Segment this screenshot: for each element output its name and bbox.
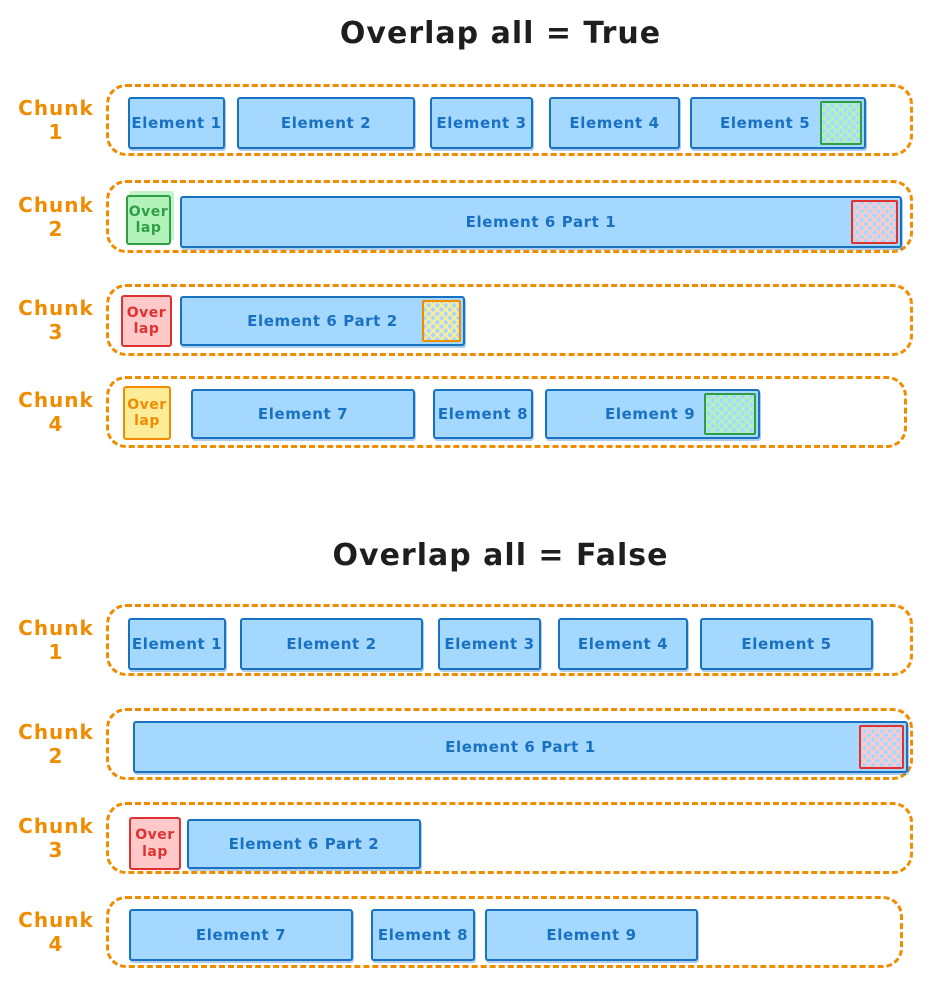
- row-true-chunk-4: Chunk 4 Over lap Element 7 Element 8 Ele…: [0, 376, 941, 448]
- element-label: Element 9: [546, 926, 637, 944]
- overlap-box-red: Over lap: [121, 295, 172, 347]
- element-box: Element 4: [549, 97, 680, 149]
- element-box: Element 4: [558, 618, 688, 670]
- chunk-label: Chunk 1: [18, 96, 94, 144]
- overlap-label-line1: Over: [126, 304, 167, 321]
- chunk-container: Element 1 Element 2 Element 3 Element 4 …: [106, 604, 913, 676]
- element-box: Element 3: [438, 618, 541, 670]
- overlap-label-line2: lap: [133, 321, 160, 337]
- row-false-chunk-4: Chunk 4 Element 7 Element 8 Element 9: [0, 896, 941, 968]
- element-box: Element 5: [700, 618, 873, 670]
- chunk-container: Element 7 Element 8 Element 9: [106, 896, 903, 968]
- row-true-chunk-2: Chunk 2 Over lap Element 6 Part 1: [0, 180, 941, 253]
- element-box: Element 2: [240, 618, 423, 670]
- overlap-label-line1: Over: [135, 827, 175, 844]
- element-box: Element 7: [129, 909, 353, 961]
- element-label: Element 3: [444, 635, 535, 653]
- element-label: Element 4: [577, 635, 669, 653]
- chunk-label: Chunk 3: [18, 814, 94, 862]
- element-label: Element 9: [605, 405, 696, 423]
- overlap-box-yellow: Over lap: [123, 386, 171, 440]
- element-label: Element 7: [195, 926, 287, 944]
- overlap-label-line1: Over: [128, 203, 169, 220]
- row-false-chunk-2: Chunk 2 Element 6 Part 1: [0, 708, 941, 780]
- element-label: Element 1: [131, 114, 222, 132]
- element-label: Element 6 Part 1: [465, 213, 617, 231]
- overlap-label-line2: lap: [134, 413, 160, 429]
- element-label: Element 8: [437, 405, 529, 423]
- row-true-chunk-3: Chunk 3 Over lap Element 6 Part 2: [0, 284, 941, 356]
- element-box: Element 7: [191, 389, 415, 439]
- overlap-box-green: Over lap: [126, 195, 171, 245]
- overlap-hatch-green: [820, 101, 862, 145]
- chunk-container: Element 6 Part 1: [106, 708, 913, 780]
- row-false-chunk-1: Chunk 1 Element 1 Element 2 Element 3 El…: [0, 604, 941, 676]
- section-title-overlap-false: Overlap all = False: [332, 538, 669, 573]
- element-label: Element 3: [436, 114, 527, 132]
- chunk-container: Over lap Element 6 Part 2: [106, 284, 913, 356]
- row-false-chunk-3: Chunk 3 Over lap Element 6 Part 2: [0, 802, 941, 874]
- row-true-chunk-1: Chunk 1 Element 1 Element 2 Element 3 El…: [0, 84, 941, 156]
- chunk-label: Chunk 4: [18, 908, 94, 956]
- element-label: Element 2: [286, 635, 377, 653]
- element-box: Element 3: [430, 97, 533, 149]
- element-box: Element 1: [128, 97, 225, 149]
- element-box: Element 6 Part 2: [180, 296, 465, 346]
- overlap-hatch-red: [859, 725, 904, 769]
- element-box: Element 6 Part 1: [133, 721, 908, 773]
- overlap-hatch-yellow: [422, 300, 461, 342]
- element-box: Element 8: [433, 389, 533, 439]
- chunk-label: Chunk 2: [18, 192, 94, 241]
- chunk-container: Element 1 Element 2 Element 3 Element 4 …: [106, 84, 913, 156]
- element-label: Element 5: [741, 635, 832, 653]
- chunk-label: Chunk 1: [18, 616, 94, 664]
- element-box: Element 1: [128, 618, 226, 670]
- overlap-hatch-red: [851, 200, 898, 244]
- chunk-label: Chunk 2: [18, 720, 94, 768]
- element-label: Element 5: [720, 114, 811, 132]
- element-box: Element 5: [690, 97, 866, 149]
- element-box: Element 8: [371, 909, 475, 961]
- chunk-container: Over lap Element 6 Part 1: [106, 180, 913, 253]
- element-box: Element 9: [545, 389, 760, 439]
- element-box: Element 9: [485, 909, 698, 961]
- overlap-label-line2: lap: [135, 220, 162, 236]
- element-box: Element 6 Part 1: [180, 196, 902, 248]
- chunk-label: Chunk 3: [18, 296, 94, 344]
- element-label: Element 6 Part 1: [445, 738, 596, 756]
- element-label: Element 8: [377, 926, 469, 944]
- chunk-container: Over lap Element 6 Part 2: [106, 802, 913, 874]
- overlap-box-red: Over lap: [129, 817, 181, 870]
- element-label: Element 6 Part 2: [247, 312, 398, 330]
- overlap-hatch-green: [704, 393, 756, 435]
- section-title-overlap-true: Overlap all = True: [339, 16, 662, 51]
- element-label: Element 4: [569, 114, 660, 132]
- element-box: Element 2: [237, 97, 415, 149]
- overlap-label-line1: Over: [127, 396, 167, 413]
- element-label: Element 7: [257, 405, 349, 423]
- element-label: Element 1: [131, 635, 223, 653]
- element-label: Element 6 Part 2: [228, 835, 380, 853]
- element-box: Element 6 Part 2: [187, 819, 421, 869]
- chunk-container: Over lap Element 7 Element 8 Element 9: [106, 376, 907, 448]
- chunk-label: Chunk 4: [18, 388, 94, 436]
- element-label: Element 2: [280, 114, 372, 132]
- overlap-label-line2: lap: [142, 843, 168, 860]
